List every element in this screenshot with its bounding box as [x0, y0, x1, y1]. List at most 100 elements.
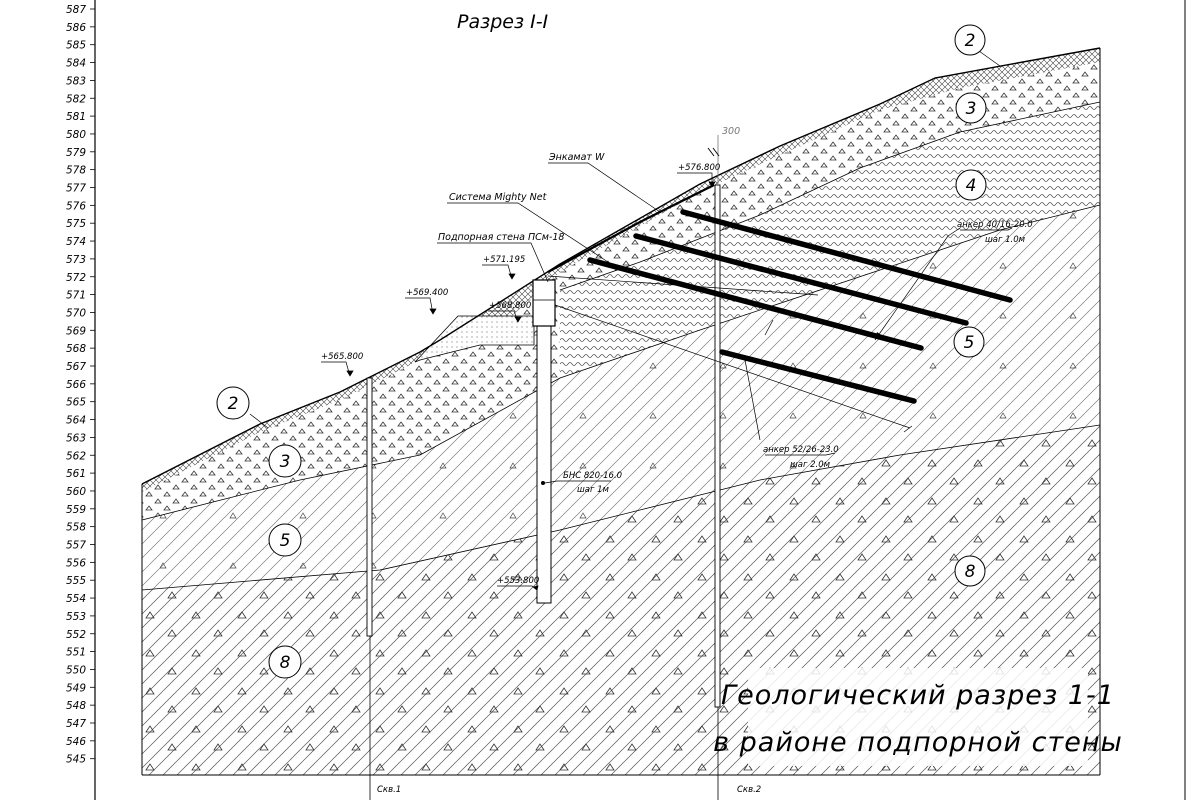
- elevation-tick-label: 568: [66, 343, 86, 355]
- elevation-tick-label: 582: [66, 93, 86, 105]
- elev-571195: +571.195: [483, 255, 525, 265]
- layer-marker-3-left: 3: [268, 444, 302, 478]
- anchor-3: [587, 257, 924, 351]
- platform-fill: [414, 315, 535, 363]
- elevation-tick-label: 562: [66, 450, 86, 462]
- layer-marker-5-right: 5: [953, 326, 985, 358]
- label-anchor-lower-1: анкер 52/26-23.0: [763, 445, 839, 455]
- pile: [536, 299, 552, 604]
- layer-marker-4: 4: [955, 169, 987, 201]
- borehole-1-label: Скв.1: [377, 785, 401, 795]
- elevation-tick-label: 583: [66, 75, 86, 87]
- elevation-tick-label: 576: [66, 200, 86, 212]
- label-pile-1: БНС 820-16.0: [563, 471, 622, 481]
- label-anchor-upper-1: анкер 40/16-20.0: [957, 220, 1033, 230]
- elevation-tick-label: 587: [66, 4, 86, 16]
- elevation-tick-label: 553: [66, 611, 86, 623]
- elevation-tick-label: 579: [66, 147, 86, 159]
- retaining-wall: [532, 279, 556, 604]
- elevation-tick-label: 569: [66, 325, 86, 337]
- label-anchor-lower-2: шаг 2.0м: [790, 460, 831, 470]
- layer-marker-2-left: 2: [216, 386, 250, 420]
- anchor-2: [633, 233, 969, 326]
- layer-marker-2-top: 2: [954, 24, 986, 56]
- boreholes: [366, 135, 721, 800]
- elevation-tick-label: 577: [66, 183, 86, 195]
- svg-text:8: 8: [280, 653, 291, 673]
- layer-marker-8-left: 8: [268, 645, 302, 679]
- layer-marker-8-right: 8: [954, 555, 986, 587]
- elevation-tick-label: 572: [66, 272, 86, 284]
- elevation-tick-label: 571: [66, 290, 86, 302]
- elevation-tick-label: 585: [66, 40, 86, 52]
- elev-569400: +569.400: [406, 288, 448, 298]
- borehole-1: [366, 377, 373, 637]
- elevation-tick-label: 566: [66, 379, 86, 391]
- elevation-scale: 587 586 585 584 583 582 581 580 579 578 577 576 575 5…: [66, 4, 95, 766]
- elevation-tick-label: 548: [66, 700, 86, 712]
- anchors: [547, 209, 1013, 441]
- elevation-tick-label: 586: [66, 22, 86, 34]
- wall-cap: [532, 279, 556, 327]
- elevation-tick-label: 549: [66, 682, 86, 694]
- svg-text:5: 5: [280, 531, 291, 551]
- elevation-tick-label: 555: [66, 575, 86, 587]
- elevation-tick-label: 570: [66, 307, 86, 319]
- title-line-1: Геологический разрез 1-1: [721, 680, 1115, 711]
- elev-576800: +576.800: [678, 163, 720, 173]
- leaders: [249, 50, 1013, 591]
- elevation-tick-label: 558: [66, 522, 86, 534]
- borehole-2-label: Скв.2: [737, 785, 761, 795]
- elevation-tick-label: 545: [66, 754, 86, 766]
- elevation-tick-label: 561: [66, 468, 86, 480]
- elevation-tick-label: 567: [66, 361, 86, 373]
- title-block: Геологический разрез 1-1 в районе подпор…: [713, 668, 1123, 766]
- elevation-tick-label: 575: [66, 218, 86, 230]
- svg-text:2: 2: [228, 394, 239, 414]
- label-retaining-wall: Подпорная стена ПСм-18: [438, 232, 564, 243]
- elevation-tick-label: 565: [66, 397, 86, 409]
- layer-markers: 2 3 4 5 8 2 3 5: [216, 24, 987, 679]
- svg-text:2: 2: [965, 31, 976, 51]
- layer-marker-3-top: 3: [955, 92, 987, 124]
- borehole-2: [714, 184, 721, 708]
- elev-553800: +553.800: [497, 576, 539, 586]
- svg-text:3: 3: [280, 452, 291, 472]
- elevation-tick-label: 564: [66, 415, 86, 427]
- svg-text:3: 3: [966, 99, 977, 119]
- label-pile-2: шаг 1м: [577, 485, 610, 495]
- label-enkamat: Энкамат W: [548, 152, 605, 163]
- elevation-tick-label: 559: [66, 504, 86, 516]
- layer-3-region: [142, 62, 1100, 520]
- elevation-tick-label: 581: [66, 111, 86, 123]
- svg-text:8: 8: [965, 562, 976, 582]
- elevation-tick-label: 560: [66, 486, 86, 498]
- elevation-tick-label: 547: [66, 718, 86, 730]
- elev-568800: +568.800: [489, 301, 531, 311]
- elevation-tick-label: 550: [66, 664, 86, 676]
- elevation-tick-label: 573: [66, 254, 86, 266]
- elevation-tick-label: 557: [66, 540, 86, 552]
- layer-marker-5-left: 5: [268, 523, 302, 557]
- anchor-1: [680, 209, 1013, 303]
- elevation-tick-label: 552: [66, 629, 86, 641]
- svg-text:4: 4: [966, 176, 977, 196]
- title-line-2: в районе подпорной стены: [713, 727, 1123, 758]
- anchor-4: [719, 349, 917, 404]
- elevation-tick-label: 546: [66, 736, 86, 748]
- elevation-tick-label: 556: [66, 557, 86, 569]
- elevation-tick-label: 551: [66, 647, 86, 659]
- elevation-tick-label: 578: [66, 165, 86, 177]
- elevation-tick-label: 554: [66, 593, 86, 605]
- elevation-tick-label: 584: [66, 58, 86, 70]
- label-anchor-upper-2: шаг 1.0м: [985, 235, 1026, 245]
- elevation-tick-label: 574: [66, 236, 86, 248]
- elev-565800: +565.800: [321, 352, 363, 362]
- elevation-tick-label: 580: [66, 129, 86, 141]
- label-mighty-net: Система Mighty Net: [449, 192, 548, 203]
- label-dimension-300: 300: [722, 126, 740, 137]
- section-title: Разрез I-I: [457, 11, 549, 33]
- elevation-tick-label: 563: [66, 432, 86, 444]
- svg-text:5: 5: [964, 333, 975, 353]
